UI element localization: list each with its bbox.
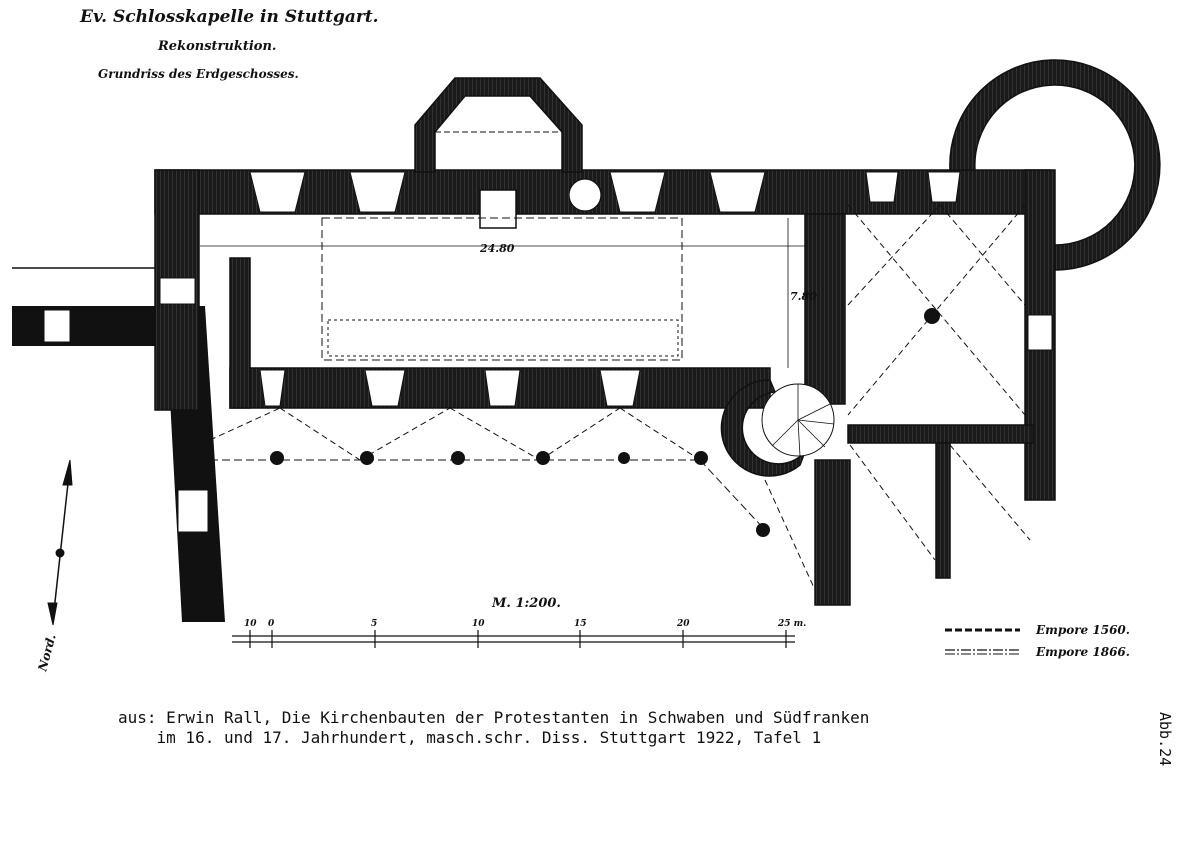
scale-tick: 25 m. — [777, 619, 806, 629]
vault-lines — [209, 204, 1031, 591]
scale-label: M. 1:200. — [491, 596, 561, 611]
plan-caption-title: Grundriss des Erdgeschosses. — [98, 67, 299, 81]
source-caption-line-1: aus: Erwin Rall, Die Kirchenbauten der P… — [118, 708, 870, 727]
scale-tick: 10 — [472, 619, 485, 629]
nave-length-dimension: 24.80 — [479, 242, 515, 255]
scale-tick: 10 — [244, 619, 257, 629]
scale-bar — [232, 630, 795, 648]
scale-ticks: 10 0 5 10 15 20 25 m. — [244, 619, 806, 629]
scale-tick: 20 — [676, 619, 690, 629]
scale-tick: 0 — [268, 619, 275, 629]
chapel-walls — [154, 169, 1056, 606]
north-label: Nord. — [35, 633, 59, 674]
apse — [414, 77, 583, 173]
legend-label-1560: Empore 1560. — [1035, 623, 1130, 637]
scale-tick: 15 — [574, 619, 587, 629]
plan-title: Ev. Schlosskapelle in Stuttgart. — [79, 7, 379, 27]
legend: Empore 1560. Empore 1866. — [945, 623, 1130, 659]
figure-number: Abb.24 — [1152, 712, 1174, 792]
altar — [479, 189, 517, 229]
source-caption-line-2: im 16. und 17. Jahrhundert, masch.schr. … — [118, 728, 822, 747]
columns — [270, 308, 940, 537]
north-arrow — [47, 459, 73, 626]
windows — [159, 171, 1053, 407]
source-caption: aus: Erwin Rall, Die Kirchenbauten der P… — [118, 708, 869, 748]
plan-subtitle: Rekonstruktion. — [157, 39, 276, 54]
nave-width-dimension: 7.80 — [790, 290, 817, 303]
legend-label-1866: Empore 1866. — [1035, 645, 1130, 659]
spiral-stair — [568, 178, 835, 477]
scale-tick: 5 — [371, 619, 377, 629]
figure-number-label: Abb.24 — [1156, 712, 1174, 767]
round-tower — [949, 59, 1161, 271]
